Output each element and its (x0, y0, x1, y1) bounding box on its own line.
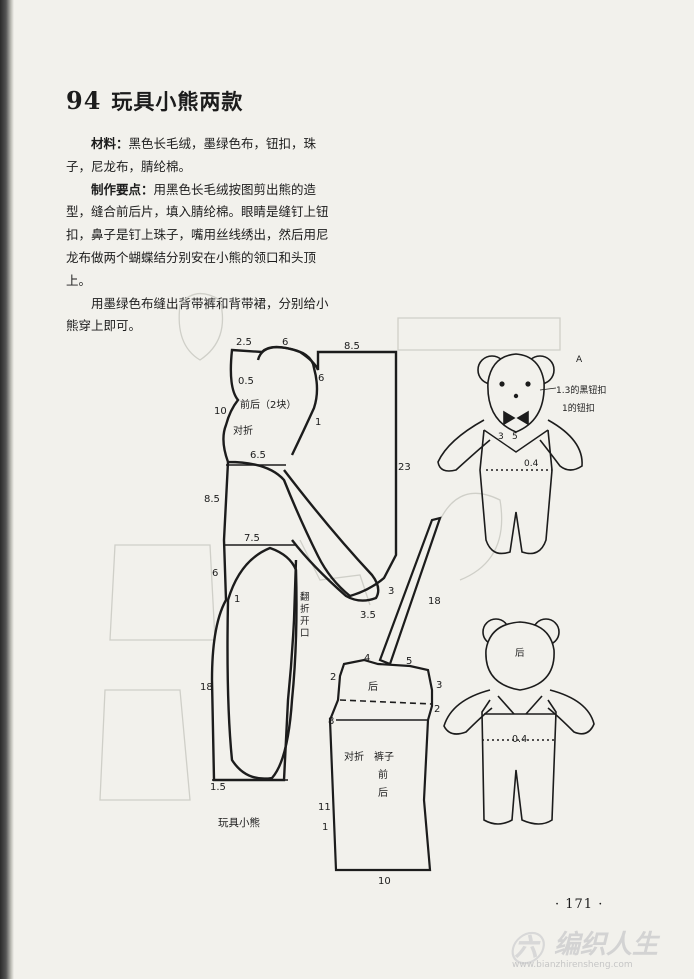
book-spine-shadow (0, 0, 14, 979)
bear-back-labels: 后 0.4 (512, 648, 527, 745)
button-note-1: 1.3的黑钮扣 (556, 384, 606, 396)
method-text: 用黑色长毛绒按图剪出熊的造型，缝合前后片，填入腈纶棉。眼睛是缝钉上钮扣，鼻子是钉… (66, 181, 329, 288)
front-label: 前 (378, 768, 388, 781)
dim-label: 10 (378, 876, 391, 887)
bear-leg-outline (226, 546, 298, 780)
bear-back-illustration (443, 618, 595, 825)
watermark-url: www.bianzhirensheng.com (512, 960, 633, 970)
bear-a-num: 3 (498, 432, 504, 442)
dim-label: 6 (318, 373, 324, 384)
dim-label: 0.5 (238, 376, 254, 387)
dim-label: 10 (214, 406, 227, 417)
bear-pattern-piece (210, 345, 398, 782)
dim-label: 6.5 (250, 450, 266, 461)
bear-a-nose (513, 393, 519, 399)
method-label: 制作要点： (91, 181, 154, 197)
bear-a-eye (499, 381, 505, 387)
dim-label: 8 (328, 716, 334, 727)
dim-label: 4 (364, 653, 370, 664)
page-number: · 171 · (555, 897, 604, 912)
instructions-text: 材料：黑色长毛绒，墨绿色布，钮扣，珠子，尼龙布，腈纶棉。 制作要点：用黑色长毛绒… (66, 133, 336, 338)
back-small-label: 后 (368, 681, 378, 693)
bear-arm-outline (283, 469, 380, 602)
method-paragraph: 制作要点：用黑色长毛绒按图剪出熊的造型，缝合前后片，填入腈纶棉。眼睛是缝钉上钮扣… (66, 179, 336, 293)
section-number: 94 (66, 86, 102, 115)
dim-label: 3 (436, 680, 442, 691)
button-note-2: 1的钮扣 (562, 402, 595, 414)
dim-label: 8.5 (344, 341, 360, 352)
dim-label: 7.5 (244, 533, 260, 544)
dim-label: 1 (322, 822, 328, 833)
materials-label: 材料： (91, 136, 129, 151)
dim-label: 3 (388, 586, 394, 597)
pants-label: 裤子 (374, 750, 394, 763)
dim-label: 8.5 (204, 494, 220, 505)
dim-label: 5 (406, 656, 412, 667)
bear-dimensions: 2.5 6 8.5 0.5 6 10 1 6.5 23 8.5 7.5 6 1 … (200, 337, 411, 793)
bear-a-illustration (437, 353, 583, 555)
back-label: 后 (378, 787, 388, 799)
strap-outline (378, 516, 442, 666)
dim-label: 3.5 (360, 610, 376, 621)
bear-a-num: 5 (512, 432, 518, 442)
bear-back-num: 0.4 (512, 734, 527, 745)
bear-back-label: 后 (515, 648, 525, 659)
watermark-text: 编织人生 (554, 930, 659, 960)
materials-paragraph: 材料：黑色长毛绒，墨绿色布，钮扣，珠子，尼龙布，腈纶棉。 (66, 133, 336, 179)
dim-label: 1 (315, 417, 321, 428)
page-heading: 94 玩具小熊两款 (66, 86, 243, 116)
section-title: 玩具小熊两款 (111, 90, 244, 114)
leader-line (539, 387, 557, 391)
dim-label: 11 (318, 802, 331, 813)
dim-label: 1 (234, 594, 240, 605)
front-back-label: 前后（2块） (240, 398, 296, 411)
bear-caption: 玩具小熊 (218, 816, 260, 829)
bear-a-num: 0.4 (524, 459, 539, 469)
watermark-logo-icon: ㊅ (508, 930, 542, 970)
turn-open-label: 翻折开口 (300, 592, 310, 639)
bear-ear-outline (256, 346, 319, 456)
materials-text: 黑色长毛绒，墨绿色布，钮扣，珠子，尼龙布，腈纶棉。 (66, 136, 317, 174)
dim-label: 2 (434, 704, 440, 715)
dim-label: 18 (200, 682, 213, 693)
watermark: ㊅ 编织人生 www.bianzhirensheng.com (508, 916, 688, 970)
overalls-pattern-piece (328, 516, 442, 872)
overalls-dimensions: 18 4 5 2 3 2 8 11 1 10 (318, 596, 442, 887)
bear-body-outline (210, 461, 298, 782)
dim-label: 23 (398, 462, 411, 473)
dim-label: 2 (330, 672, 336, 683)
dim-label: 6 (282, 337, 288, 348)
bear-a-eye (525, 381, 531, 387)
bear-a-tag: A (576, 355, 583, 365)
dim-label: 18 (428, 596, 441, 607)
dim-label: 2.5 (236, 337, 252, 348)
fold-label: 对折 (344, 750, 364, 763)
overalls-labels: 后 对折 裤子 前 后 (344, 681, 394, 799)
bear-a-labels: A 1.3的黑钮扣 1的钮扣 3 5 0.4 (498, 355, 606, 469)
overalls-paragraph: 用墨绿色布缝出背带裤和背带裙，分别给小熊穿上即可。 (66, 295, 329, 334)
dim-label: 6 (212, 568, 218, 579)
bear-piece-labels: 前后（2块） 对折 玩具小熊 (218, 398, 296, 829)
fold-label: 对折 (233, 424, 253, 437)
dim-label: 1.5 (210, 782, 226, 793)
overalls-outline (328, 658, 434, 872)
